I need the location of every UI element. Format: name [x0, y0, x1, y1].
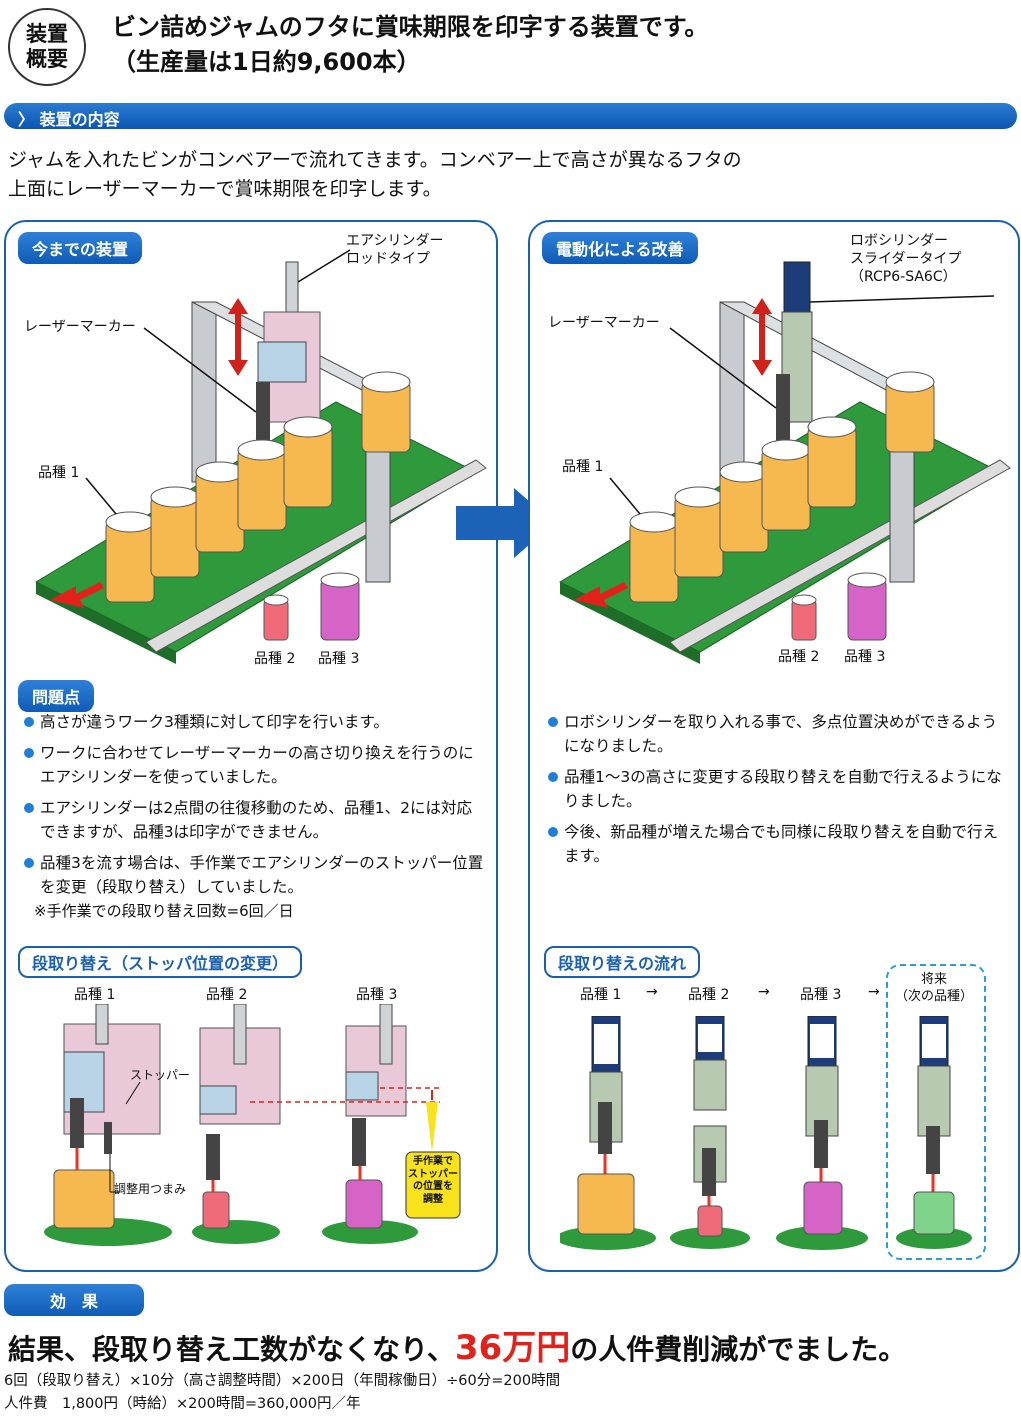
label-item1-left: 品種 1	[38, 465, 80, 481]
label-item3-right: 品種 3	[844, 649, 886, 665]
future-box	[886, 964, 986, 1260]
intro-line1: ジャムを入れたビンがコンベアーで流れてきます。コンベアー上で高さが異なるフタの	[8, 149, 742, 171]
result-post: の人件費削減がでました。	[570, 1333, 907, 1366]
label-air-cylinder: エアシリンダー ロッドタイプ	[346, 232, 443, 268]
problems-title: 問題点	[18, 680, 95, 712]
label-knob: 調整用つまみ	[114, 1182, 187, 1196]
result-highlight: 36万円	[454, 1328, 571, 1368]
jars-row	[105, 371, 411, 603]
flow-item2: 品種 2	[688, 987, 730, 1003]
frame-left	[191, 301, 217, 483]
improvements-list: ロボシリンダーを取り入れる事で、多点位置決めができるようになりました。 品種1～…	[548, 710, 1008, 875]
badge-line1: 装置	[26, 21, 68, 46]
flow-title: 段取り替えの流れ	[544, 946, 701, 978]
callout-line2: ストッパー	[408, 1168, 458, 1180]
badge-line2: 概要	[26, 47, 68, 71]
improvement-2: 品種1～3の高さに変更する段取り替えを自動で行えるようになりました。	[548, 765, 1008, 813]
calc-line2: 人件費 1,800円（時給）×200時間=360,000円／年	[4, 1396, 361, 1413]
flow-jar-1	[577, 1173, 635, 1235]
label-air-cylinder-2: ロッドタイプ	[346, 251, 430, 268]
flow-arrow-1: →	[646, 984, 658, 1000]
problem-4: 品種3を流す場合は、手作業でエアシリンダーのストッパー位置を変更（段取り替え）し…	[24, 851, 484, 899]
flow-jar-2	[697, 1205, 723, 1237]
label-robo-1: ロボシリンダー	[850, 233, 948, 249]
changeover-diagram	[44, 1004, 461, 1246]
improvement-1: ロボシリンダーを取り入れる事で、多点位置決めができるようになりました。	[548, 710, 1008, 758]
section-bar: 〉 装置の内容	[4, 103, 1017, 129]
label-item1-right: 品種 1	[562, 459, 604, 475]
problem-2: ワークに合わせてレーザーマーカーの高さ切り換えを行うのにエアシリンダーを使ってい…	[24, 741, 484, 789]
problem-1: 高さが違うワーク3種類に対して印字を行います。	[24, 710, 484, 734]
robo-cylinder-motor	[783, 261, 811, 317]
sample-jar-3	[320, 579, 360, 641]
flow-jar-future	[913, 1191, 955, 1235]
flow-arrow-2: →	[758, 984, 770, 1000]
stage3-jar	[345, 1179, 383, 1229]
label-item2-left: 品種 2	[254, 651, 296, 667]
laser-marker	[256, 382, 270, 446]
label-air-cylinder-1: エアシリンダー	[346, 233, 444, 249]
headline: ビン詰めジャムのフタに賞味期限を印字する装置です。 （生産量は1日約9,600本…	[112, 10, 708, 80]
callout-text: 手作業で ストッパー の位置を 調整	[406, 1156, 460, 1206]
future-line1: 将来	[920, 972, 947, 987]
callout-line1: 手作業で	[413, 1156, 453, 1167]
label-item3-left: 品種 3	[318, 651, 360, 667]
label-stopper: ストッパー	[130, 1068, 191, 1082]
new-device-illustration	[558, 261, 1011, 664]
stage1-jar	[53, 1169, 115, 1229]
future-label: 将来 （次の品種）	[886, 972, 982, 1006]
flow-arrow-3: →	[868, 984, 880, 1000]
flow-item3: 品種 3	[800, 987, 842, 1003]
label-robo-2: スライダータイプ	[850, 251, 962, 268]
label-robo-cylinder: ロボシリンダー スライダータイプ （RCP6-SA6C）	[850, 232, 961, 287]
flow-item1: 品種 1	[580, 987, 622, 1003]
future-line2: （次の品種）	[894, 988, 973, 1004]
label-laser-right: レーザーマーカー	[548, 315, 660, 331]
label-item2-right: 品種 2	[778, 649, 820, 665]
stage3-label: 品種 3	[356, 987, 398, 1003]
flow-diagram	[560, 1016, 972, 1250]
calc-line1: 6回（段取り替え）×10分（高さ調整時間）×200日（年間稼働日）÷60分=20…	[4, 1373, 561, 1389]
flow-arrow	[50, 582, 104, 608]
callout-line4: 調整	[423, 1193, 443, 1205]
changeover-title: 段取り替え（ストッパ位置の変更）	[18, 946, 303, 978]
intro-line2: 上面にレーザーマーカーで賞味期限を印字します。	[8, 178, 442, 201]
intro-text: ジャムを入れたビンがコンベアーで流れてきます。コンベアー上で高さが異なるフタの …	[8, 146, 742, 205]
effect-label: 効 果	[4, 1284, 144, 1316]
old-device-illustration	[34, 249, 487, 664]
left-panel-title: 今までの装置	[18, 232, 143, 264]
section-bar-label: 〉 装置の内容	[18, 110, 120, 129]
changeover-note: ※手作業での段取り替え回数=6回／日	[34, 902, 294, 920]
flow-jar-3	[803, 1181, 843, 1235]
headline-line1: ビン詰めジャムのフタに賞味期限を印字する装置です。	[112, 13, 709, 41]
headline-line2: （生産量は1日約9,600本）	[112, 47, 421, 76]
label-laser-left: レーザーマーカー	[24, 319, 136, 335]
sample-jar-2	[263, 599, 289, 641]
right-panel-title: 電動化による改善	[542, 232, 698, 264]
stage2-label: 品種 2	[206, 987, 248, 1003]
manual-adjust-callout	[405, 1151, 461, 1219]
callout-line3: の位置を	[413, 1181, 453, 1192]
result-statement: 結果、段取り替え工数がなくなり、36万円の人件費削減がでました。	[8, 1320, 906, 1369]
calculation: 6回（段取り替え）×10分（高さ調整時間）×200日（年間稼働日）÷60分=20…	[4, 1370, 560, 1416]
overview-badge: 装置 概要	[8, 8, 86, 86]
problems-list: 高さが違うワーク3種類に対して印字を行います。 ワークに合わせてレーザーマーカー…	[24, 710, 484, 906]
result-pre: 結果、段取り替え工数がなくなり、	[8, 1333, 455, 1366]
stage1-label: 品種 1	[74, 987, 116, 1003]
label-robo-3: （RCP6-SA6C）	[850, 269, 957, 286]
problem-3: エアシリンダーは2点間の往復移動のため、品種1、2には対応できますが、品種3は印…	[24, 796, 484, 844]
stage2-jar	[202, 1191, 230, 1229]
improvement-3: 今後、新品種が増えた場合でも同様に段取り替えを自動で行えます。	[548, 820, 1008, 868]
